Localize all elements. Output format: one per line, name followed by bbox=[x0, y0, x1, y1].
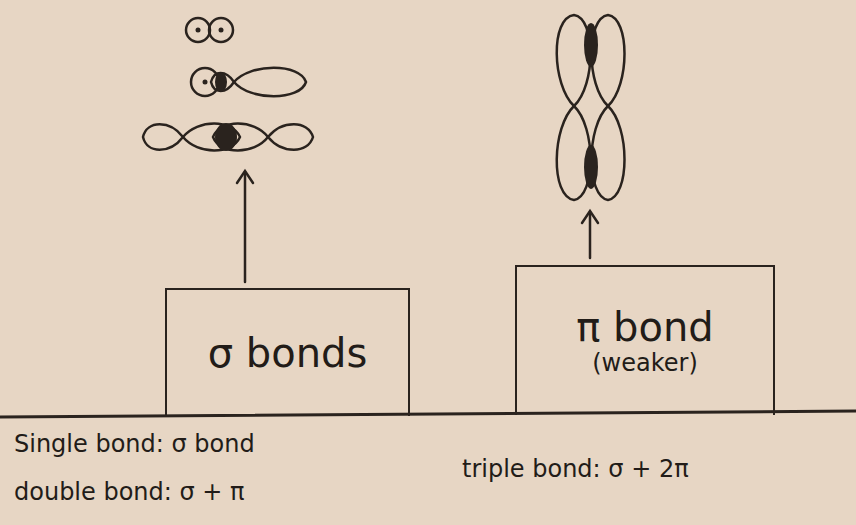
bond-note: triple bond: σ + 2π bbox=[462, 455, 689, 483]
box-note: (weaker) bbox=[592, 350, 698, 378]
bond-note: Single bond: σ bond bbox=[14, 430, 255, 458]
box-heading: σ bonds bbox=[208, 330, 368, 376]
bond-note: double bond: σ + π bbox=[14, 478, 245, 506]
pi-box: π bond(weaker) bbox=[515, 265, 775, 415]
box-heading: π bond bbox=[576, 304, 713, 350]
sigma-box: σ bonds bbox=[165, 288, 410, 416]
